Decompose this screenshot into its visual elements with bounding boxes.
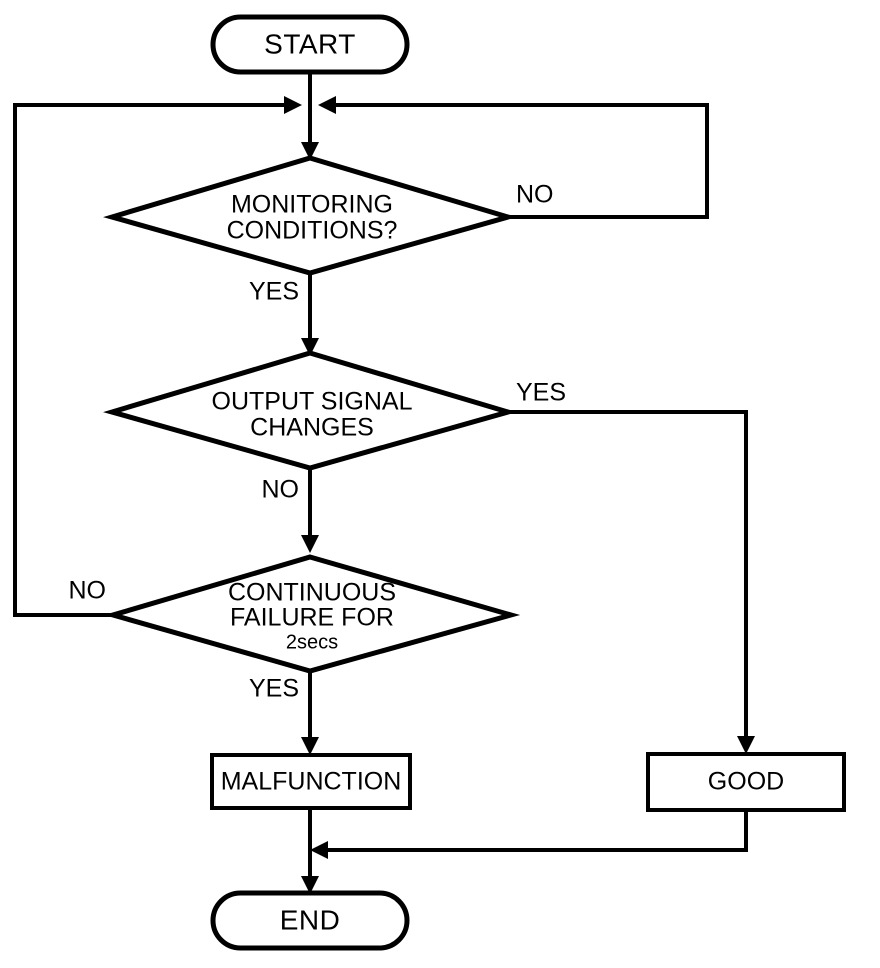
- arrowhead-into-malfunction: [301, 737, 319, 755]
- arrowhead-into-monitoring: [301, 142, 319, 160]
- end-label: END: [280, 904, 341, 935]
- malfunction-label: MALFUNCTION: [221, 768, 402, 796]
- continuous-failure-label-line1: CONTINUOUS: [228, 579, 396, 607]
- arrowhead-into-end: [301, 876, 319, 894]
- arrowhead-into-continuous-failure: [301, 535, 319, 553]
- edge-label-output-signal-no: NO: [262, 476, 300, 504]
- edge-label-continuous-failure-no: NO: [69, 577, 107, 605]
- node-decision-monitoring: MONITORING CONDITIONS?: [103, 155, 517, 276]
- monitoring-label-line2: CONDITIONS?: [227, 217, 398, 245]
- edge-monitoring-no-loopback: [328, 103, 709, 219]
- edge-continuous-failure-no-loopback: [13, 103, 292, 617]
- continuous-failure-decision-shape: [104, 554, 521, 674]
- node-malfunction: MALFUNCTION: [210, 753, 412, 810]
- node-good: GOOD: [646, 752, 846, 812]
- arrowhead-into-output-signal: [301, 338, 319, 356]
- output-signal-label-line1: OUTPUT SIGNAL: [212, 388, 413, 416]
- edge-output-signal-yes-to-good: [508, 410, 748, 744]
- continuous-failure-label-line2: FAILURE FOR: [230, 604, 394, 632]
- output-signal-decision-shape: [103, 350, 517, 471]
- arrowhead-loopback-right-into-junction: [318, 96, 336, 114]
- monitoring-label-line1: MONITORING: [231, 191, 393, 219]
- malfunction-box-shape: [210, 753, 412, 810]
- edge-good-to-end-merge: [320, 810, 748, 852]
- good-label: GOOD: [708, 768, 784, 796]
- edge-label-monitoring-no: NO: [516, 181, 554, 209]
- edge-label-monitoring-yes: YES: [249, 278, 299, 306]
- start-terminal-shape: [210, 14, 410, 75]
- arrowhead-good-merge-into-trunk: [310, 841, 328, 859]
- node-decision-continuous-failure: CONTINUOUS FAILURE FOR 2secs: [104, 554, 521, 674]
- arrowhead-loopback-left-into-junction: [284, 96, 302, 114]
- arrowhead-into-good: [737, 736, 755, 754]
- node-start: START: [210, 14, 410, 75]
- edge-label-continuous-failure-yes: YES: [249, 675, 299, 703]
- monitoring-decision-shape: [103, 155, 517, 276]
- good-box-shape: [646, 752, 846, 812]
- node-end: END: [210, 890, 410, 951]
- node-decision-output-signal: OUTPUT SIGNAL CHANGES: [103, 350, 517, 471]
- start-label: START: [264, 28, 356, 59]
- end-terminal-shape: [210, 890, 410, 951]
- continuous-failure-label-line3: 2secs: [286, 631, 338, 653]
- output-signal-label-line2: CHANGES: [250, 414, 374, 442]
- edge-label-output-signal-yes: YES: [516, 379, 566, 407]
